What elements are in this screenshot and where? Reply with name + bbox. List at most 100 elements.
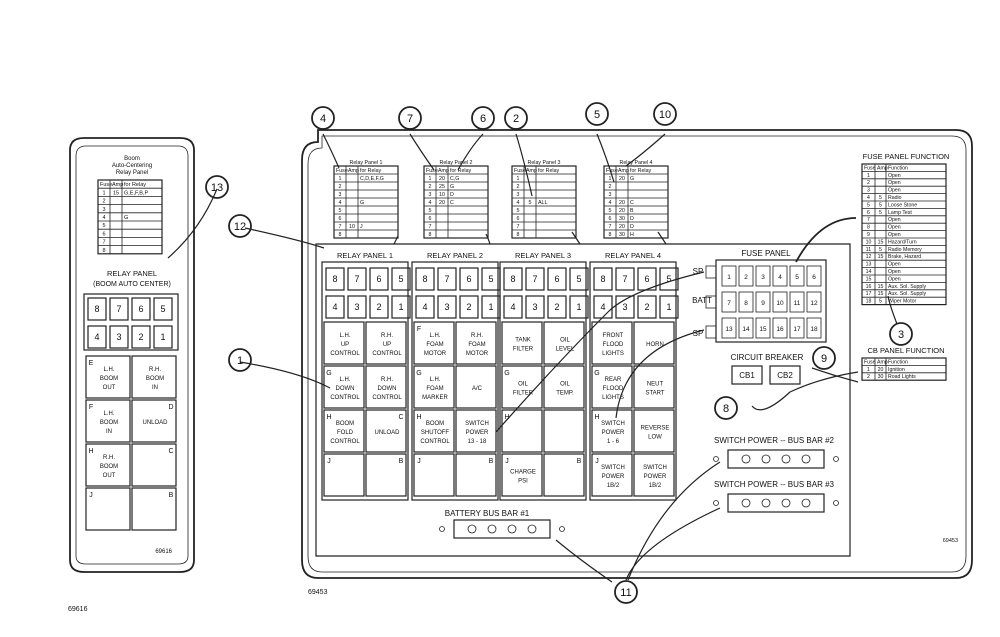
relay-table-4-cell: D bbox=[630, 216, 634, 222]
callout-7-circle bbox=[398, 106, 422, 130]
fuse-function-header: Fuse bbox=[864, 165, 876, 171]
bus-bar-1-stud bbox=[527, 524, 537, 534]
relay-panel-3-frame bbox=[499, 261, 587, 501]
bus-bar-1-terminal bbox=[559, 526, 565, 532]
relay-table-4-cell: 30 bbox=[619, 216, 625, 222]
left-relay-text: L.H. bbox=[103, 411, 114, 417]
bus-bar-3-stud bbox=[801, 498, 811, 508]
cb-function-title: CB PANEL FUNCTION bbox=[867, 346, 944, 355]
cb-function-header: Function bbox=[888, 359, 908, 365]
panel-2-relay-text: MOTOR bbox=[424, 351, 447, 357]
relay-table-3-frame bbox=[511, 165, 577, 239]
panel-3-relay-text: TANK bbox=[515, 338, 531, 344]
fuse-function-title: FUSE PANEL FUNCTION bbox=[863, 152, 950, 161]
left-table-cell: 4 bbox=[102, 215, 105, 221]
relay-table-1-cell: J bbox=[360, 224, 363, 230]
relay-table-2-header: for Relay bbox=[450, 168, 472, 174]
relay-table-3-cell: 7 bbox=[517, 224, 520, 230]
panel-3-socket-number: 1 bbox=[576, 302, 581, 312]
fuse-function-cell: 5 bbox=[879, 195, 882, 201]
relay-table-4-cell: C bbox=[630, 200, 634, 206]
panel-1-socket-number: 5 bbox=[398, 274, 403, 284]
panel-1-relay-text: CONTROL bbox=[330, 439, 360, 445]
left-relay bbox=[85, 355, 131, 399]
panel-4-relay-text: START bbox=[645, 391, 664, 397]
panel-3-socket-number: 4 bbox=[510, 302, 515, 312]
panel-4-relay-text: HORN bbox=[646, 342, 664, 348]
panel-3-socket bbox=[525, 295, 545, 319]
panel-4-socket bbox=[593, 295, 613, 319]
panel-2-socket bbox=[415, 267, 435, 291]
relay-table-1-frame bbox=[333, 165, 399, 239]
fuse-function-cell: Loose Stone bbox=[888, 202, 917, 208]
fuse-function-cell: 2 bbox=[867, 180, 870, 186]
panel-2-relay-text: MARKER bbox=[422, 395, 448, 401]
fuse-slot-number: 8 bbox=[744, 300, 748, 307]
bus-bar-2-terminal bbox=[713, 456, 719, 462]
panel-4-relay-text: NEUT bbox=[647, 382, 664, 388]
relay-table-4-cell: 1 bbox=[609, 176, 612, 182]
relay-table-2-header: Fuse bbox=[426, 168, 438, 174]
callout-10-circle bbox=[653, 102, 677, 126]
panel-1-relay bbox=[323, 365, 365, 409]
panel-3-socket bbox=[503, 295, 523, 319]
panel-1-socket bbox=[347, 267, 367, 291]
fuse-function-cell: 1 bbox=[867, 173, 870, 179]
left-socket-number: 5 bbox=[160, 304, 165, 314]
panel-4-socket bbox=[615, 295, 635, 319]
fuse-slot bbox=[755, 265, 771, 287]
panel-2-socket-number: 8 bbox=[422, 274, 427, 284]
callout-12-circle bbox=[228, 214, 252, 238]
panel-3-relay-text: FILTER bbox=[513, 347, 534, 353]
fuse-slot bbox=[755, 317, 771, 339]
fuse-function-cell: 3 bbox=[867, 188, 870, 194]
panel-2-relay-letter: G bbox=[416, 370, 421, 377]
left-relay-text: UNLOAD bbox=[142, 420, 168, 426]
relay-table-3-cell: 5 bbox=[529, 200, 532, 206]
panel-2-socket bbox=[437, 295, 457, 319]
left-table-header: for Relay bbox=[124, 182, 146, 188]
panel-2-relay-text: MOTOR bbox=[466, 351, 489, 357]
fuse-function-cell: Wiper Motor bbox=[888, 299, 917, 305]
left-table-header: Amp bbox=[112, 182, 123, 188]
panel-2-relay bbox=[455, 365, 497, 409]
relay-table-4-cell: 30 bbox=[619, 232, 625, 238]
left-socket bbox=[153, 325, 173, 349]
callout-6-number: 6 bbox=[480, 113, 486, 125]
callout-9-circle bbox=[812, 346, 836, 370]
panel-1-socket bbox=[391, 267, 411, 291]
fuse-function-cell: Open bbox=[888, 225, 901, 231]
left-socket bbox=[131, 297, 151, 321]
cb2-label: CB2 bbox=[777, 371, 793, 380]
bus-bar-3-terminal bbox=[713, 500, 719, 506]
fuse-panel-label: FUSE PANEL bbox=[741, 249, 791, 258]
panel-1-relay-text: R.H. bbox=[381, 377, 393, 383]
left-socket-number: 7 bbox=[116, 304, 121, 314]
callout-11-circle bbox=[614, 580, 638, 604]
fuse-slot bbox=[738, 265, 754, 287]
fuse-slot-number: 1 bbox=[727, 274, 731, 281]
panel-2-relay-text: BOOM bbox=[426, 421, 444, 427]
left-relay-text: BOOM bbox=[100, 376, 118, 382]
callout-3-circle bbox=[889, 322, 913, 346]
panel-3-relay-text: OIL bbox=[560, 382, 570, 388]
panel-2-socket-number: 5 bbox=[488, 274, 493, 284]
relay-table-4-cell: 5 bbox=[609, 208, 612, 214]
relay-table-4-title: Relay Panel 4 bbox=[620, 160, 653, 166]
fuse-function-cell: 15 bbox=[878, 291, 884, 297]
left-socket bbox=[87, 297, 107, 321]
fuse-function-cell: Open bbox=[888, 262, 901, 268]
relay-panel-1-label: RELAY PANEL 1 bbox=[337, 251, 393, 260]
relay-table-4-cell: 8 bbox=[609, 232, 612, 238]
panel-1-relay-text: DOWN bbox=[336, 386, 355, 392]
bus-bar-1-label: BATTERY BUS BAR #1 bbox=[445, 509, 530, 518]
left-table-cell: 7 bbox=[102, 240, 105, 246]
left-socket-number: 2 bbox=[138, 332, 143, 342]
left-relay-letter: B bbox=[169, 492, 174, 499]
panel-4-socket bbox=[615, 267, 635, 291]
panel-1-relay-text: L.H. bbox=[339, 377, 350, 383]
relay-table-3-cell: ALL bbox=[538, 200, 547, 206]
